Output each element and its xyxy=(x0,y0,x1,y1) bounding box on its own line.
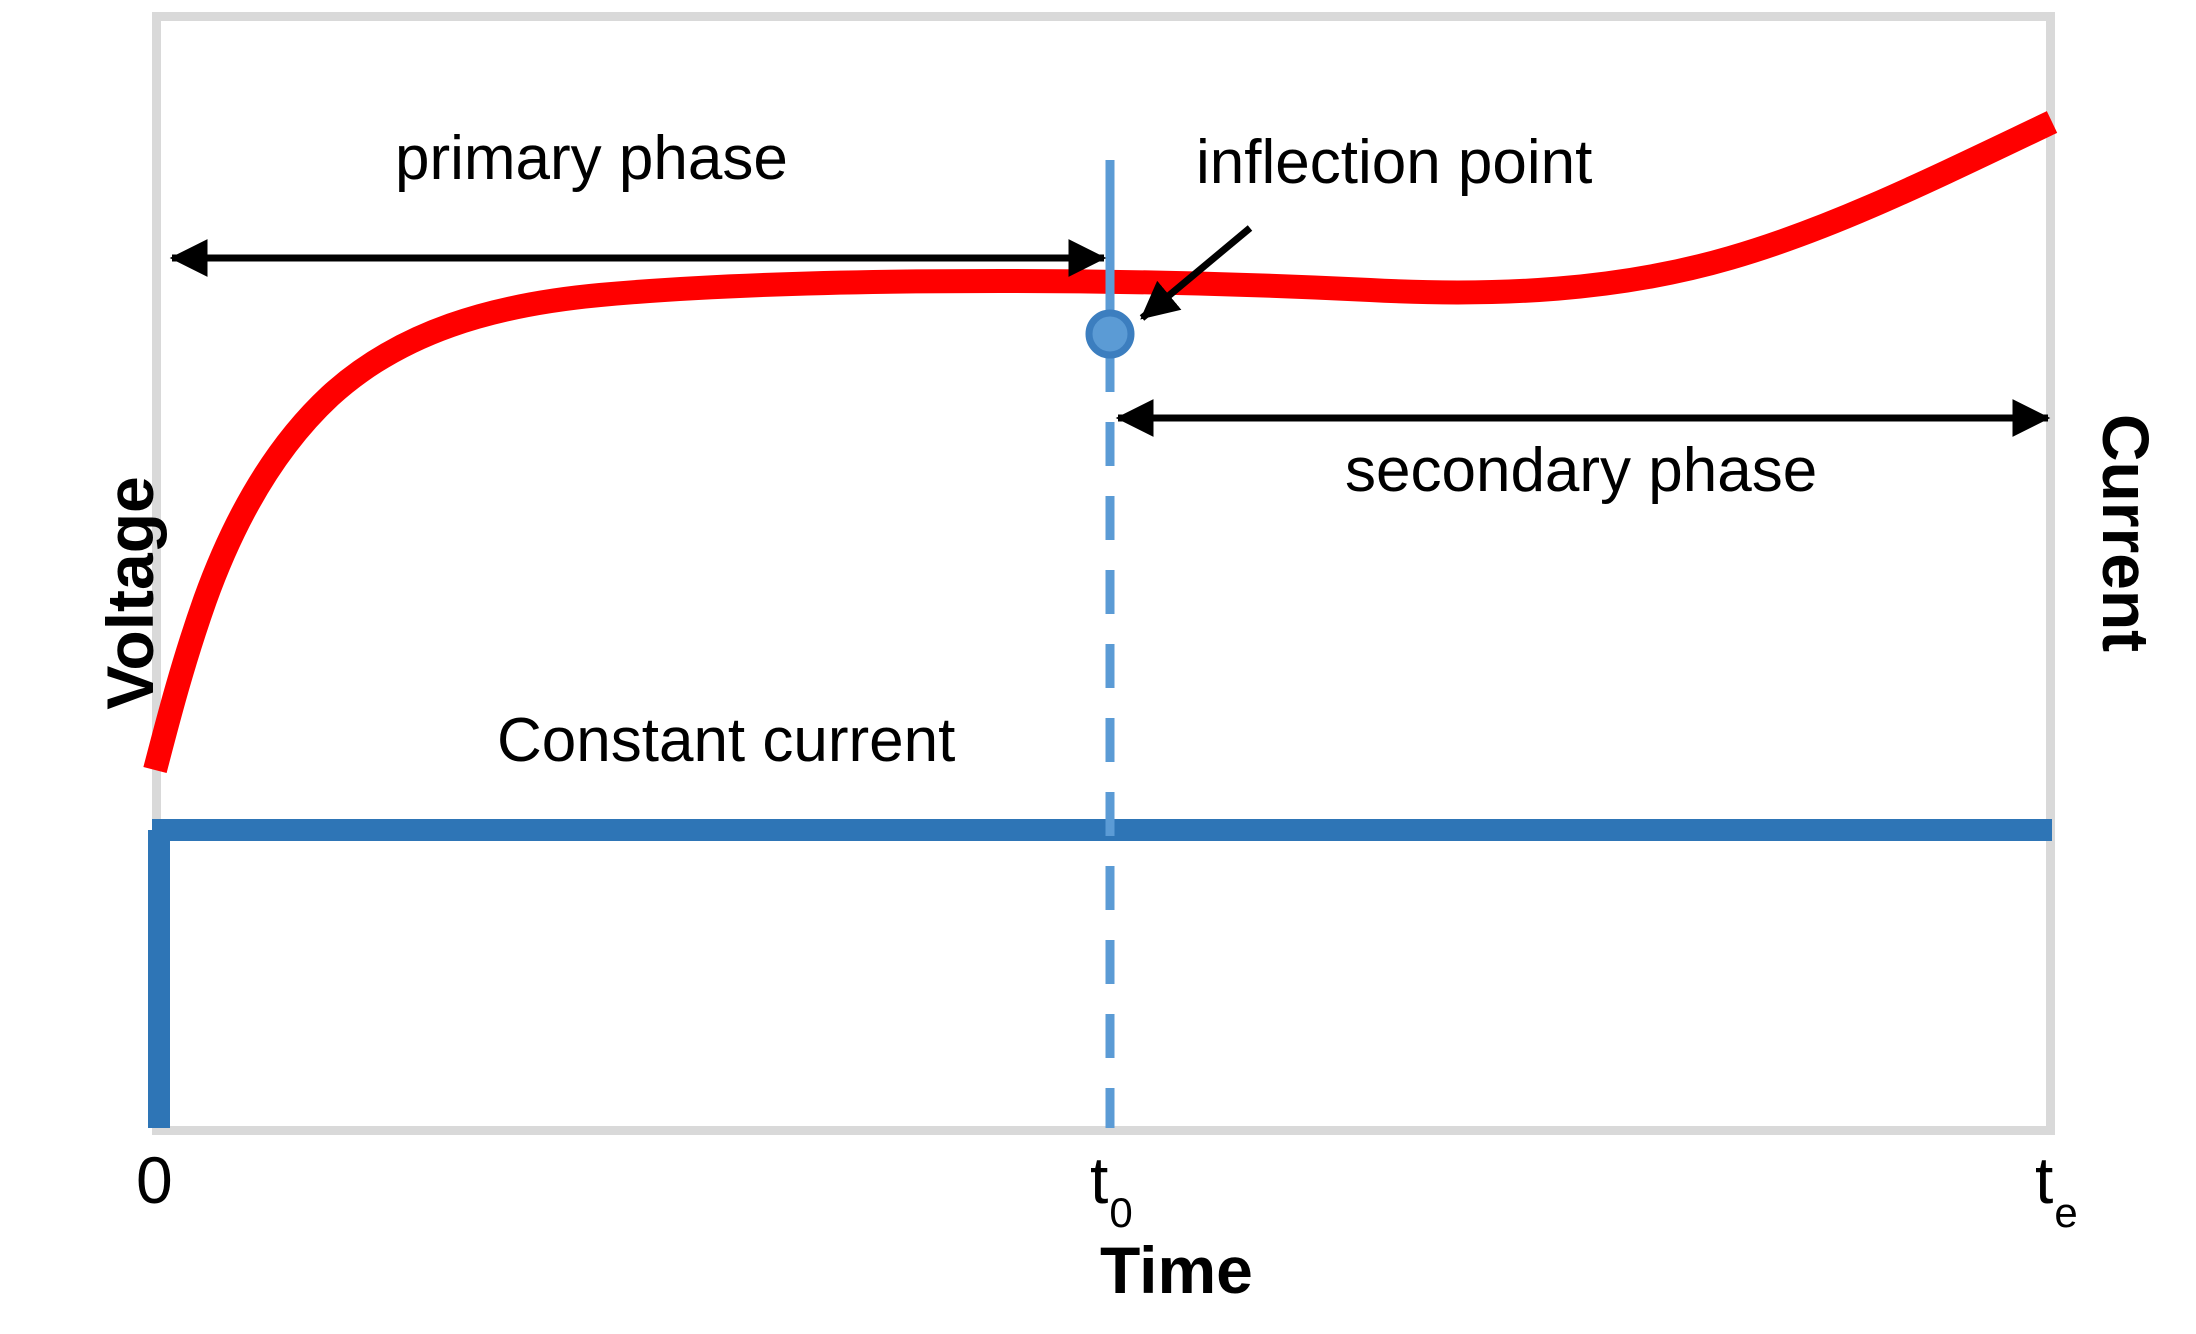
x-tick-te-subscript: e xyxy=(2054,1189,2078,1237)
inflection-point-callout-arrow xyxy=(1139,225,1253,321)
current-series xyxy=(148,819,2052,1128)
x-tick-label-te: te xyxy=(2035,1147,2078,1234)
x-tick-zero-base: 0 xyxy=(136,1143,173,1217)
annotation-primary-phase: primary phase xyxy=(395,124,788,193)
x-tick-label-zero: 0 xyxy=(136,1147,173,1213)
y-axis-label-current: Current xyxy=(2089,413,2163,653)
annotation-inflection-point: inflection point xyxy=(1196,128,1593,197)
y-axis-label-voltage: Voltage xyxy=(93,476,167,710)
x-tick-te-base: t xyxy=(2035,1143,2054,1217)
x-tick-label-t0: t0 xyxy=(1090,1147,1133,1234)
voltage-series xyxy=(143,111,2058,774)
x-tick-t0-subscript: 0 xyxy=(1109,1189,1133,1237)
inflection-point-marker[interactable] xyxy=(1085,309,1135,359)
x-tick-t0-base: t xyxy=(1090,1143,1109,1217)
plot-frame xyxy=(152,12,2055,1135)
annotation-secondary-phase: secondary phase xyxy=(1345,436,1818,505)
x-axis-label-time: Time xyxy=(1100,1233,1253,1307)
annotation-constant-current: Constant current xyxy=(497,706,956,775)
